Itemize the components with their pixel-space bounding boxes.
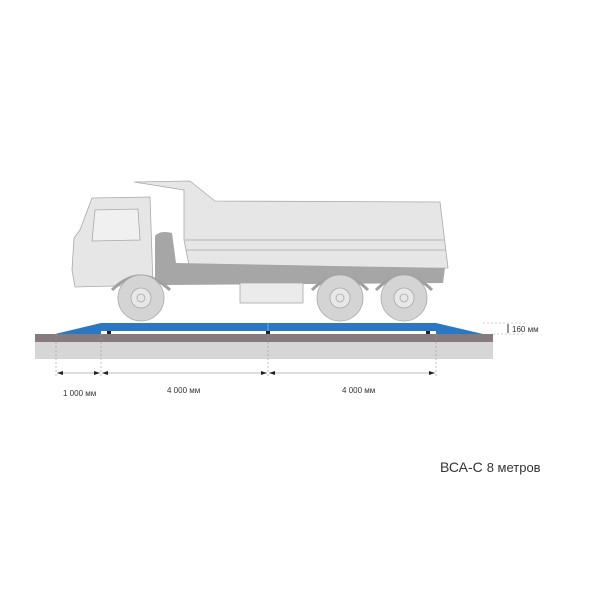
ramp-right [436,323,483,334]
diagram-caption: ВСА-С 8 метров [440,459,541,475]
dimension-section-2-label: 4 000 мм [342,386,376,395]
dump-truck [71,180,449,322]
cab-window [91,208,141,242]
wheel-rear-1 [316,274,364,322]
dump-body [133,180,449,271]
wheel-front [117,274,165,322]
scale-platform [55,323,483,334]
fuel-tank [239,282,304,304]
ground-light [35,342,493,359]
dimension-section-1-label: 4 000 мм [167,386,201,395]
chassis [155,232,445,285]
dimension-height-label: 160 мм [512,325,539,334]
ramp-left [55,323,101,334]
caption-model: ВСА-С [440,459,483,475]
wheel-rear-2 [380,274,428,322]
caption-length: 8 метров [486,460,541,475]
dimension-ramp-label: 1 000 мм [63,389,97,398]
dimension-lines [55,322,525,378]
ground-dark [35,334,493,342]
platform-deck [101,323,436,331]
